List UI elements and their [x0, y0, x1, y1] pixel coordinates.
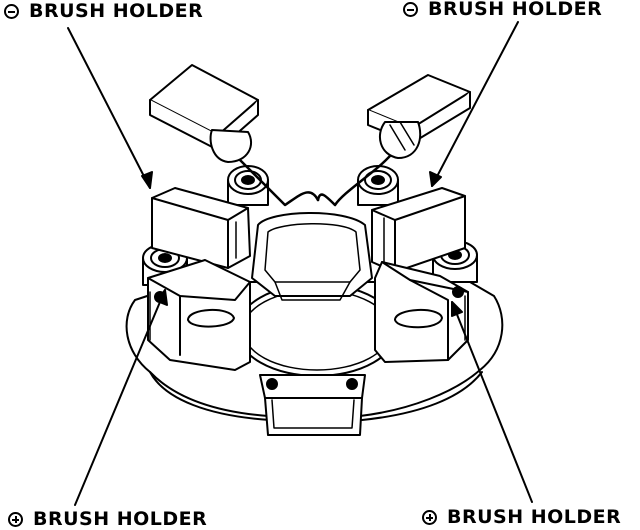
holder-back-left	[151, 187, 251, 269]
positive-sign-icon	[422, 510, 437, 525]
spring-coil-back-right	[357, 165, 399, 206]
leader-line-top-right	[429, 21, 519, 187]
holder-back-right	[371, 187, 466, 273]
label-bottom-right-text: BRUSH HOLDER	[447, 506, 622, 528]
holder-front-right	[374, 261, 469, 363]
label-top-left: BRUSH HOLDER	[4, 2, 203, 21]
label-bottom-left: BRUSH HOLDER	[8, 510, 207, 529]
negative-sign-icon	[4, 4, 19, 19]
brush-lead-left	[238, 158, 320, 207]
label-top-left-text: BRUSH HOLDER	[29, 0, 204, 22]
negative-sign-icon	[403, 2, 418, 17]
bottom-tab	[264, 397, 363, 436]
label-top-right: BRUSH HOLDER	[403, 0, 602, 19]
positive-sign-icon	[8, 512, 23, 527]
brush-right	[367, 74, 471, 159]
leader-line-top-left	[67, 27, 153, 189]
brush-lead-right	[316, 148, 397, 207]
leader-line-bottom-left	[74, 289, 168, 506]
label-bottom-left-text: BRUSH HOLDER	[33, 508, 208, 530]
holder-front-left	[147, 259, 251, 371]
brush-left	[149, 64, 259, 163]
spring-coil-front-left	[142, 243, 188, 286]
leader-line-bottom-right	[451, 301, 533, 503]
spring-coil-back-left	[227, 165, 269, 206]
label-top-right-text: BRUSH HOLDER	[428, 0, 603, 20]
label-bottom-right: BRUSH HOLDER	[422, 508, 621, 527]
